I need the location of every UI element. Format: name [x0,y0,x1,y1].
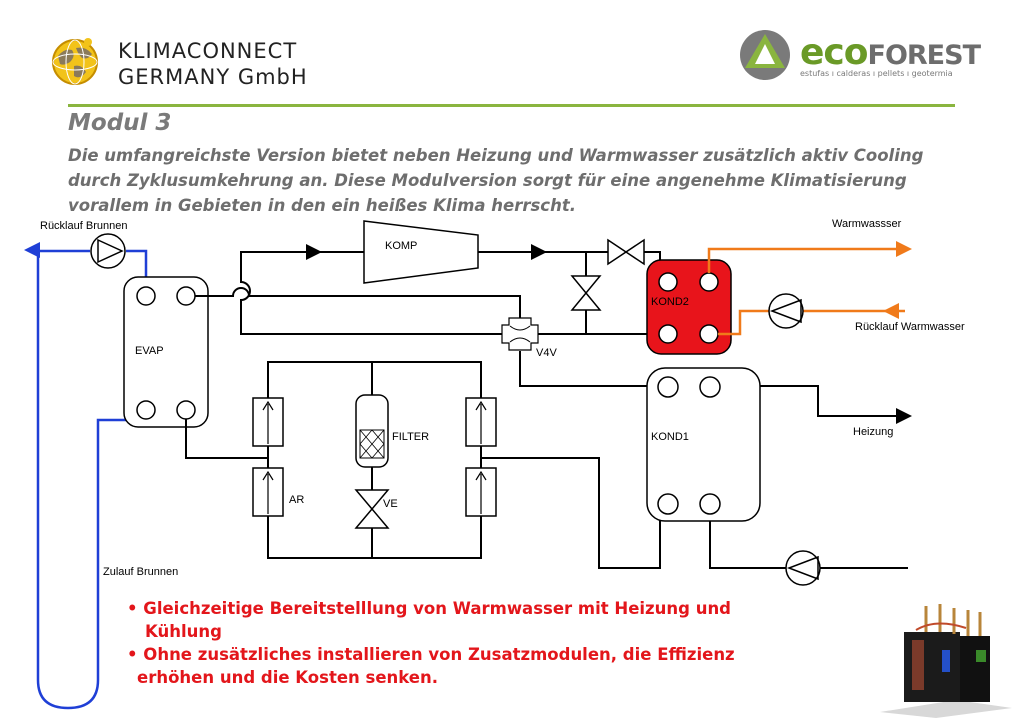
bullet-2-line1: • Ohne zusätzliches installieren von Zus… [127,645,735,664]
bullet-1-line1: • Gleichzeitige Bereitstelllung von Warm… [127,599,731,618]
ecoforest-tagline: estufas ı calderas ı pellets ı geotermia [800,69,953,78]
label-evap: EVAP [135,345,164,357]
label-komp: KOMP [385,240,418,252]
label-zulauf-brunnen: Zulauf Brunnen [103,566,179,578]
ecoforest-leaf-logo [740,30,790,80]
label-heizung: Heizung [853,426,894,438]
klimaconnect-globe-logo [52,38,98,85]
label-filter: FILTER [392,431,430,443]
label-ruecklauf-warmwasser: Rücklauf Warmwasser [855,321,965,333]
evaporator [123,276,209,428]
bullet-2-line2: erhöhen und die Kosten senken. [137,668,439,687]
bullet-1-line2: Kühlung [145,622,222,641]
logo-left-line1: KLIMACONNECT [118,39,298,63]
heat-pump-product-image [880,604,1012,718]
expansion-valve [354,489,390,529]
ecoforest-logo-text: ecoFOREST estufas ı calderas ı pellets ı… [800,32,981,78]
condenser-1 [646,367,761,522]
valve-top [607,238,645,266]
page-title: Modul 3 [68,110,172,136]
feature-list: • Gleichzeitige Bereitstelllung von Warm… [127,597,735,689]
label-ar: AR [289,494,305,506]
page-description: Die umfangreichste Version bietet neben … [68,146,924,215]
logo-eco: eco [800,32,868,73]
logo-forest: FOREST [867,40,981,71]
brine-pump-icon [90,233,126,269]
label-ve: VE [383,498,398,510]
label-ruecklauf-brunnen: Rücklauf Brunnen [40,220,128,232]
label-kond2: KOND2 [651,296,689,308]
label-kond1: KOND1 [651,431,689,443]
hot-water-pump-icon [768,293,804,329]
condenser-2 [646,259,732,355]
ecoforest-wordmark: ecoFOREST [800,32,981,73]
label-warmwasser: Warmwassser [832,218,902,230]
label-v4v: V4V [536,347,557,359]
header-divider [68,104,955,107]
klimaconnect-logo-text: KLIMACONNECT GERMANY GmbH [118,38,308,90]
valve-vertical [570,275,602,311]
refrigerant-circuit [185,251,908,569]
filter [355,394,389,468]
four-way-valve [501,317,539,351]
logo-left-line2: GERMANY GmbH [118,65,308,89]
check-valve-arrows [262,400,487,514]
heating-pump-icon [785,550,821,586]
compressor [363,220,479,284]
